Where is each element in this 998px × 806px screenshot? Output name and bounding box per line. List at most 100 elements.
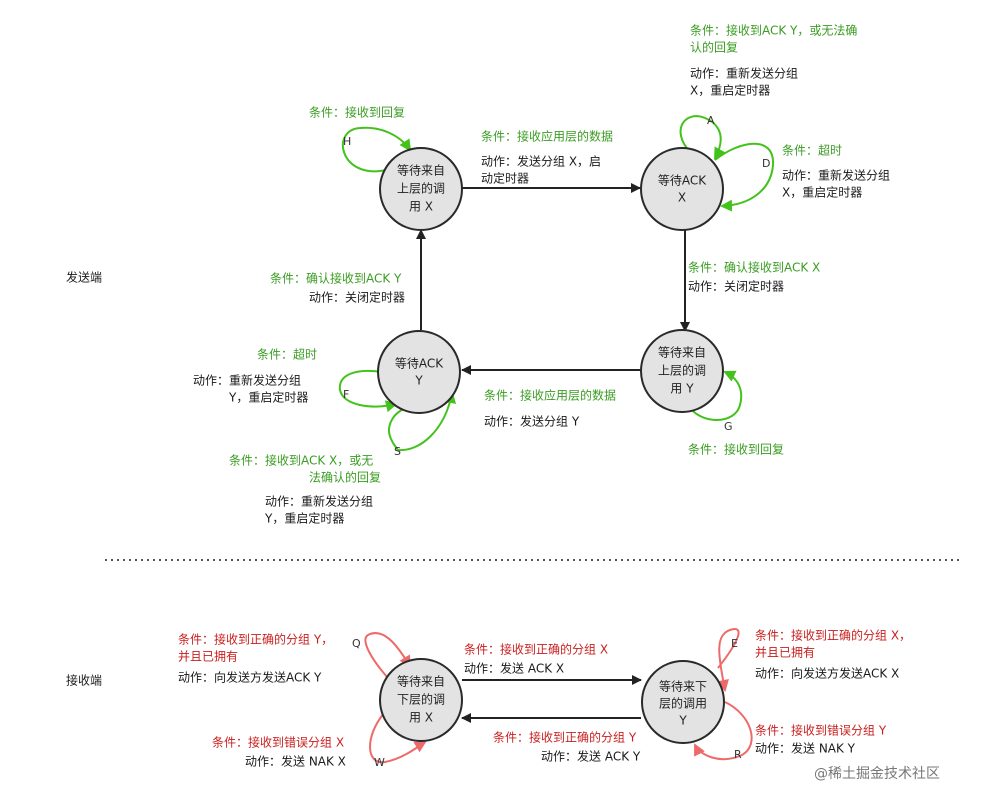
action-text: X，重启定时器 <box>690 83 770 98</box>
action-text: 动作：向发送方发送ACK Y <box>178 670 322 685</box>
loop-q <box>364 632 412 679</box>
loop-d <box>714 142 775 212</box>
label-ack-y-to-upper-x: 条件：确认接收到ACK Y 动作：关闭定时器 <box>270 271 405 305</box>
state-wait-lower-x: 等待来自 下层的调 用 X <box>379 658 463 742</box>
condition-text: 法确认的回复 <box>309 470 381 485</box>
state-label-line: 上层的调 <box>658 363 706 378</box>
loop-e-letter: E <box>731 637 738 650</box>
condition-text: 条件：接收应用层的数据 <box>481 129 613 144</box>
label-upper-y-to-ack-y: 条件：接收应用层的数据 动作：发送分组 Y <box>484 388 616 429</box>
loop-w-letter: W <box>374 756 385 769</box>
condition-text: 条件：确认接收到ACK Y <box>270 271 402 286</box>
action-text: 动作：发送分组 X，启 <box>481 154 601 169</box>
condition-text: 条件：接收到正确的分组 X， <box>755 628 911 643</box>
condition-text: 认的回复 <box>690 40 738 55</box>
label-upper-y-self-g: 条件：接收到回复 <box>688 442 784 457</box>
condition-text: 条件：接收到错误分组 X <box>212 735 344 750</box>
label-upper-x-self-h: 条件：接收到回复 <box>309 105 405 120</box>
loop-h <box>342 126 412 173</box>
state-label-line: 上层的调 <box>397 181 445 196</box>
action-text: Y，重启定时器 <box>228 390 308 405</box>
action-text: 动定时器 <box>481 171 529 186</box>
condition-text: 条件：接收到正确的分组 Y <box>493 730 637 745</box>
label-lower-x-to-lower-y: 条件：接收到正确的分组 X 动作：发送 ACK X <box>464 642 608 676</box>
sender-section-label: 发送端 <box>66 270 102 285</box>
label-ack-y-self-s: 条件：接收到ACK X，或无 法确认的回复 动作：重新发送分组 Y，重启定时器 <box>229 453 381 526</box>
state-label-line: 层的调用 <box>659 696 707 711</box>
condition-text: 条件：确认接收到ACK X <box>688 260 820 275</box>
label-ack-x-self-a: 条件：接收到ACK Y，或无法确 认的回复 动作：重新发送分组 X，重启定时器 <box>690 23 857 98</box>
action-text: 动作：重新发送分组 <box>193 373 301 388</box>
loop-a-letter: A <box>707 114 715 127</box>
label-lower-y-self-e: 条件：接收到正确的分组 X， 并且已拥有 动作：向发送方发送ACK X <box>755 628 911 681</box>
label-ack-y-self-f: 条件：超时 动作：重新发送分组 Y，重启定时器 <box>193 347 317 405</box>
state-label-line: 等待来自 <box>397 164 445 178</box>
loop-r <box>694 701 753 761</box>
condition-text: 条件：接收到正确的分组 X <box>464 642 608 657</box>
action-text: 动作：关闭定时器 <box>688 279 784 294</box>
condition-text: 条件：接收到错误分组 Y <box>755 723 887 738</box>
action-text: 动作：发送分组 Y <box>484 414 580 429</box>
label-lower-x-self-q: 条件：接收到正确的分组 Y， 并且已拥有 动作：向发送方发送ACK Y <box>178 632 333 685</box>
loop-q-letter: Q <box>352 637 361 650</box>
state-label-line: 用 X <box>409 200 433 214</box>
state-label-line: 等待来自 <box>397 675 445 689</box>
condition-text: 条件：超时 <box>782 143 842 158</box>
label-lower-y-to-lower-x: 条件：接收到正确的分组 Y 动作：发送 ACK Y <box>493 730 641 764</box>
loop-w <box>369 711 427 764</box>
loop-r-letter: R <box>734 748 742 761</box>
condition-text: 条件：接收到ACK X，或无 <box>229 453 373 468</box>
watermark-text: @稀土掘金技术社区 <box>814 766 940 782</box>
loop-e <box>717 628 740 692</box>
action-text: 动作：向发送方发送ACK X <box>755 666 899 681</box>
state-label-line: 用 Y <box>670 382 694 396</box>
state-label-line: 等待ACK <box>395 357 444 371</box>
state-wait-lower-y: 等待来下 层的调用 Y <box>641 660 725 744</box>
loop-f-letter: F <box>343 388 349 401</box>
condition-text: 条件：接收到回复 <box>309 105 405 120</box>
label-ack-x-self-d: 条件：超时 动作：重新发送分组 X，重启定时器 <box>782 143 890 200</box>
condition-text: 条件：接收到ACK Y，或无法确 <box>690 23 857 38</box>
loop-a <box>679 115 726 160</box>
state-label-line: Y <box>414 374 423 388</box>
action-text: 动作：重新发送分组 <box>265 494 373 509</box>
state-label-line: Y <box>678 714 687 728</box>
loop-s-letter: S <box>394 445 401 458</box>
condition-text: 条件：接收应用层的数据 <box>484 388 616 403</box>
state-label-line: 等待来自 <box>658 346 706 360</box>
condition-text: 条件：超时 <box>257 347 317 362</box>
action-text: 动作：重新发送分组 <box>690 66 798 81</box>
receiver-section-label: 接收端 <box>66 673 102 688</box>
state-label-line: 用 X <box>409 711 433 725</box>
action-text: 动作：发送 NAK Y <box>755 741 856 756</box>
action-text: 动作：重新发送分组 <box>782 168 890 183</box>
state-wait-ack-x: 等待ACK X <box>640 147 724 231</box>
label-lower-y-self-r: 条件：接收到错误分组 Y 动作：发送 NAK Y <box>755 723 887 756</box>
condition-text: 条件：接收到正确的分组 Y， <box>178 632 333 647</box>
label-upper-x-to-ack-x: 条件：接收应用层的数据 动作：发送分组 X，启 动定时器 <box>481 129 613 186</box>
label-lower-x-self-w: 条件：接收到错误分组 X 动作：发送 NAK X <box>212 735 346 769</box>
loop-f <box>338 370 398 413</box>
condition-text: 条件：接收到回复 <box>688 442 784 457</box>
loop-d-letter: D <box>762 157 770 170</box>
state-wait-ack-y: 等待ACK Y <box>377 330 461 414</box>
state-wait-upper-y: 等待来自 上层的调 用 Y <box>640 329 724 413</box>
action-text: 动作：发送 ACK Y <box>541 749 641 764</box>
loop-g <box>687 370 743 421</box>
loop-g-letter: G <box>724 420 733 433</box>
action-text: 动作：发送 NAK X <box>245 754 346 769</box>
state-wait-upper-x: 等待来自 上层的调 用 X <box>379 147 463 231</box>
action-text: 动作：发送 ACK X <box>464 661 564 676</box>
loop-h-letter: H <box>343 135 351 148</box>
action-text: Y，重启定时器 <box>264 511 344 526</box>
state-label-line: X <box>678 191 686 205</box>
state-label-line: 下层的调 <box>397 692 445 707</box>
state-label-line: 等待来下 <box>659 680 707 694</box>
state-label-line: 等待ACK <box>658 174 707 188</box>
condition-text: 并且已拥有 <box>178 650 238 664</box>
condition-text: 并且已拥有 <box>755 646 815 660</box>
action-text: X，重启定时器 <box>782 185 862 200</box>
label-ack-x-to-upper-y: 条件：确认接收到ACK X 动作：关闭定时器 <box>688 260 820 294</box>
action-text: 动作：关闭定时器 <box>309 290 405 305</box>
